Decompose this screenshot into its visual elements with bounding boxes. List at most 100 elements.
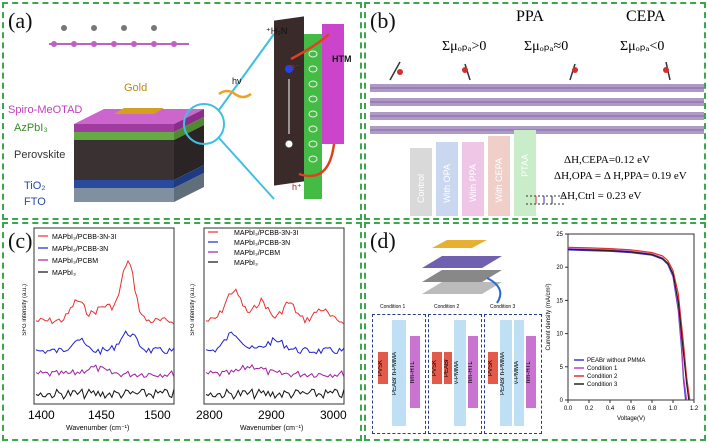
layer-label-fto: FTO bbox=[24, 196, 46, 208]
panel-d: (d) Condition 1 Condition 2 Condition 3 … bbox=[364, 222, 706, 441]
sfg-series-line bbox=[205, 288, 345, 325]
condition-3-box bbox=[484, 314, 542, 434]
mu-3: Σμₒₚₐ<0 bbox=[620, 39, 665, 54]
panel-c: (c) SFG intensity (a.u.) SFG intensity (… bbox=[2, 222, 362, 441]
energy-bar-cepa bbox=[488, 136, 510, 216]
htm-label: HTM bbox=[332, 54, 352, 64]
lattice-graphic bbox=[370, 61, 704, 134]
sfg-series-line bbox=[35, 259, 175, 325]
bar-label-opa: With OPA bbox=[442, 164, 452, 203]
jv-ytick-label: 10 bbox=[556, 332, 563, 338]
c2-pmma: v-PMMA bbox=[454, 320, 466, 426]
jv-ytick-label: 25 bbox=[556, 232, 563, 238]
jv-legend-label: PEABr without PMMA bbox=[587, 358, 645, 364]
c3-peabr: PEABr h-PMMA bbox=[500, 320, 512, 426]
zoom-inset-graphic bbox=[183, 16, 344, 200]
device-stack-graphic bbox=[74, 108, 204, 202]
sfg-frame bbox=[203, 227, 345, 405]
c3-pmma: v-PMMA bbox=[514, 320, 524, 426]
jv-xtick-label: 0.2 bbox=[585, 406, 594, 412]
energy-bar-ptaa bbox=[514, 130, 536, 216]
device-3d-graphic bbox=[422, 240, 502, 304]
sfg-frame bbox=[33, 227, 175, 405]
bar-label-ptaa: PTAA bbox=[520, 154, 530, 177]
left-legend-1: MAPbI₃/PCBB-3N bbox=[52, 246, 109, 253]
sfg-series-line bbox=[35, 388, 175, 401]
c2-pvsk: PVSK bbox=[432, 352, 442, 384]
jv-ytick-label: 15 bbox=[556, 298, 563, 304]
jv-ytick-label: 0 bbox=[560, 398, 564, 404]
right-legend-3: MAPbI₃ bbox=[234, 260, 258, 267]
sfg-left-plot bbox=[33, 227, 175, 405]
bar-label-ppa: With PPA bbox=[468, 164, 478, 202]
jv-xtick-label: 0.0 bbox=[564, 406, 573, 412]
jv-legend-label: Condition 1 bbox=[587, 366, 618, 372]
jv-xtick-label: 0.8 bbox=[648, 406, 657, 412]
right-legend-1: MAPbI₃/PCBB-3N bbox=[234, 240, 291, 247]
jv-xtick-label: 1.0 bbox=[669, 406, 678, 412]
jv-ytick-label: 20 bbox=[556, 265, 563, 271]
right-legend-0: MAPbI₃/PCBB-3N-3I bbox=[234, 230, 299, 237]
condition-1-box bbox=[372, 314, 426, 434]
jv-series-line bbox=[567, 248, 690, 401]
jv-plot-frame bbox=[567, 233, 695, 401]
hole-label: h⁺ bbox=[292, 182, 302, 192]
c1-pvsk: PVSK bbox=[378, 352, 388, 384]
sfg-right-ylabel: SFG intensity (a.u.) bbox=[190, 284, 196, 336]
jv-series-line bbox=[567, 246, 691, 401]
jv-legend-label: Condition 3 bbox=[587, 382, 618, 388]
left-legend-2: MAPbI₃/PCBM bbox=[52, 258, 99, 265]
c1-peabr: PEABr h-PMMA bbox=[392, 320, 406, 426]
sfg-series-line bbox=[205, 388, 345, 401]
sfg-right-tick-0: 2800 bbox=[196, 408, 223, 422]
c2-htl: hm-HTL bbox=[468, 336, 478, 408]
jv-xtick-label: 1.2 bbox=[690, 406, 699, 412]
condition-2-box bbox=[428, 314, 482, 434]
condition-2-label: Condition 2 bbox=[434, 304, 460, 310]
left-legend-0: MAPbI₃/PCBB-3N-3I bbox=[52, 234, 117, 241]
bar-label-control: Control bbox=[416, 174, 426, 204]
condition-3-label: Condition 3 bbox=[490, 304, 516, 310]
jv-xlabel: Voltage(V) bbox=[617, 416, 645, 422]
title-cepa: CEPA bbox=[626, 8, 666, 25]
sfg-left-tick-0: 1400 bbox=[28, 408, 55, 422]
layer-label-gold: Gold bbox=[124, 82, 148, 94]
energy-bar-ppa bbox=[462, 142, 484, 216]
c3-htl: hm-HTL bbox=[526, 336, 536, 408]
jv-legend-label: Condition 2 bbox=[587, 374, 618, 380]
energy-lines-graphic bbox=[526, 195, 564, 205]
sfg-series-line bbox=[205, 331, 345, 355]
panel-a-label: (a) bbox=[8, 8, 33, 33]
c3-pvsk: PVSK bbox=[488, 352, 498, 384]
mu-2: Σμₒₚₐ≈0 bbox=[524, 39, 569, 54]
condition-1-label: Condition 1 bbox=[380, 304, 406, 310]
layer-label-perovskite: Perovskite bbox=[14, 149, 66, 161]
jv-xtick-label: 0.4 bbox=[606, 406, 615, 412]
sfg-left-tick-2: 1500 bbox=[144, 408, 171, 422]
energy-bar-control bbox=[410, 148, 432, 216]
energy-bar-opa bbox=[436, 142, 458, 216]
sfg-series-line bbox=[205, 363, 345, 379]
panel-c-label: (c) bbox=[8, 228, 33, 253]
energy-cepa: ΔH,CEPA=0.12 eV bbox=[564, 154, 650, 166]
bar-label-cepa: With CEPA bbox=[494, 158, 504, 203]
sfg-right-tick-1: 2900 bbox=[258, 408, 285, 422]
mu-1: Σμₒₚₐ>0 bbox=[442, 39, 487, 54]
sfg-right-plot bbox=[203, 227, 345, 405]
panel-b: (b) PPA CEPA Σμₒₚₐ>0 Σμₒₚₐ≈0 Σμₒₚₐ<0 Con… bbox=[364, 2, 706, 220]
c1-htl: hm-HTL bbox=[410, 336, 420, 408]
panel-b-label: (b) bbox=[370, 8, 396, 33]
panel-a: (a) Gold Spiro-MeOTAD AzPbI₃ Perovskite … bbox=[2, 2, 362, 220]
jv-ylabel: Current density (mA/cm²) bbox=[546, 283, 552, 350]
layer-label-spiro: Spiro-MeOTAD bbox=[8, 104, 83, 116]
panel-d-label: (d) bbox=[370, 228, 396, 253]
molecule-label: ⁺H₃N bbox=[266, 26, 288, 36]
title-ppa: PPA bbox=[516, 8, 544, 25]
hv-label: hν bbox=[232, 76, 242, 86]
sfg-right-tick-2: 3000 bbox=[320, 408, 347, 422]
layer-label-tio2: TiO₂ bbox=[24, 180, 46, 192]
sfg-series-line bbox=[35, 364, 175, 379]
energy-opa-ppa: ΔH,OPA = Δ H,PPA= 0.19 eV bbox=[554, 170, 687, 182]
sfg-left-xlabel: Wavenumber (cm⁻¹) bbox=[66, 425, 130, 432]
